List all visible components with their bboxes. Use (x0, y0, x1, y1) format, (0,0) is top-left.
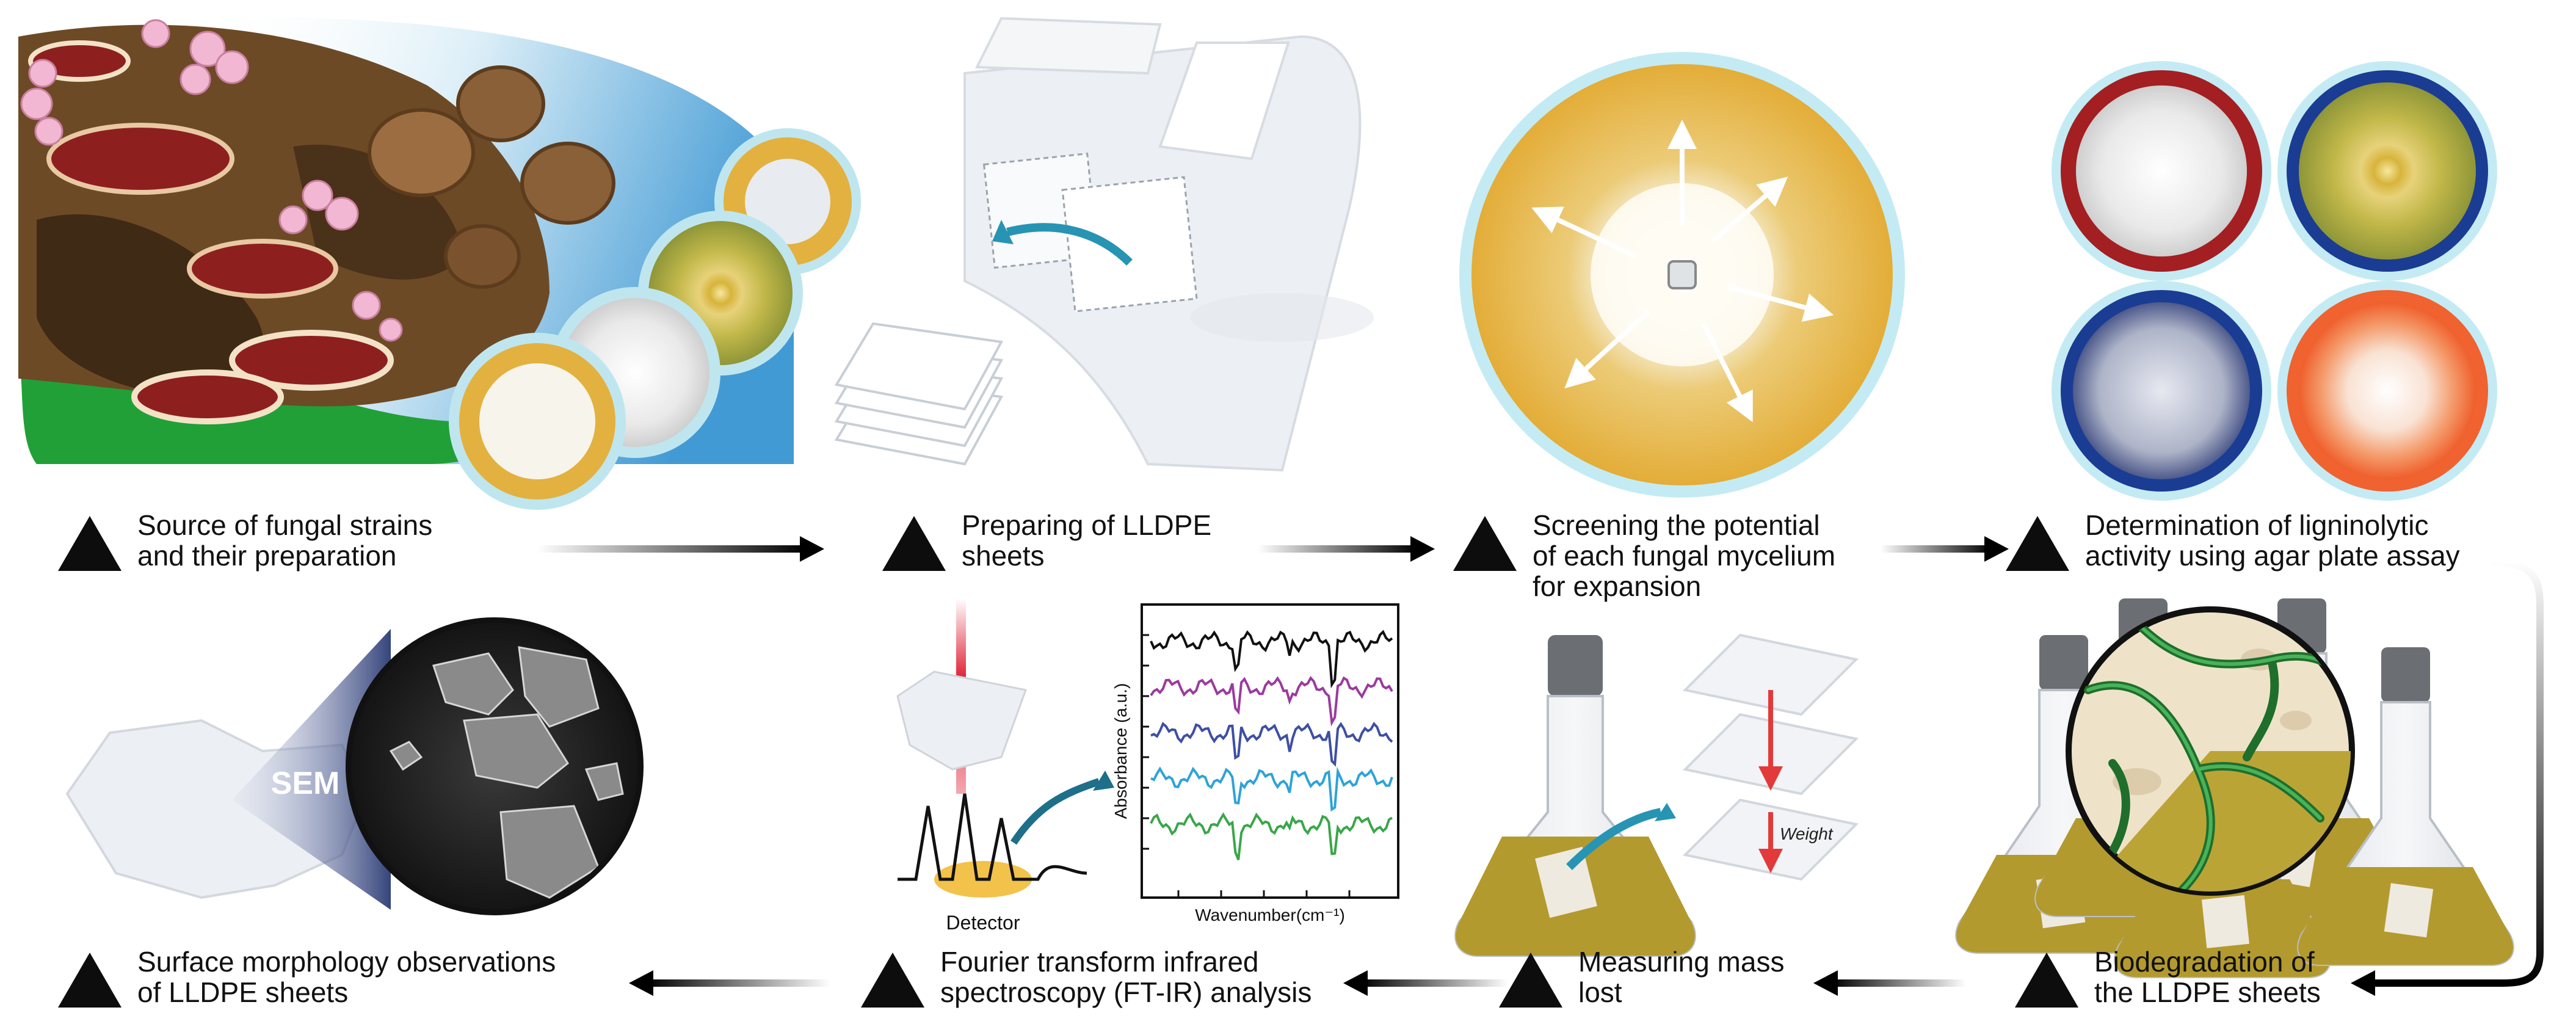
step2-label: Preparing of LLDPE sheets (962, 510, 1211, 571)
step8-marker (58, 953, 122, 1008)
weight-label: Weight (1780, 824, 1834, 843)
ftir-series-line (1150, 812, 1393, 860)
step8-line1: Surface morphology observations (137, 946, 556, 978)
ftir-y-axis-label: Absorbance (a.u.) (1111, 683, 1130, 819)
step3-label: Screening the potential of each fungal m… (1533, 510, 1835, 601)
detector-label: Detector (946, 912, 1020, 934)
step5-line2: the LLDPE sheets (2094, 976, 2321, 1008)
step1-line1: Source of fungal strains (137, 509, 433, 541)
step2-line2: sheets (962, 540, 1045, 572)
step2-line1: Preparing of LLDPE (962, 509, 1212, 541)
step4-line1: Determination of ligninolytic (2085, 509, 2429, 541)
step5-marker (2015, 953, 2078, 1008)
step8-label: Surface morphology observations of LLDPE… (137, 946, 556, 1008)
ftir-plot-frame (1141, 603, 1399, 899)
mass-loss-illustration: Weight (1454, 633, 1859, 957)
step2-marker (882, 516, 946, 571)
flow-arrows (537, 536, 2544, 996)
step7-line2: spectroscopy (FT-IR) analysis (940, 976, 1312, 1008)
step6-line2: lost (1578, 976, 1622, 1008)
step3-line1: Screening the potential (1533, 509, 1820, 541)
step6-line1: Measuring mass (1578, 946, 1785, 978)
step3-line2: of each fungal mycelium (1533, 540, 1836, 572)
step5-line1: Biodegradation of (2094, 946, 2315, 978)
lldpe-sheets-illustration (834, 16, 1374, 472)
step3-line3: for expansion (1533, 570, 1702, 602)
step1-line2: and their preparation (137, 540, 397, 572)
culture-plates-stack (449, 128, 861, 510)
ftir-illustration: Detector Absorbance (a.u.) Wavenumber(cm… (896, 598, 1399, 934)
step7-marker (861, 953, 924, 1008)
step5-label: Biodegradation of the LLDPE sheets (2094, 946, 2321, 1008)
ftir-spectra (1150, 630, 1393, 860)
ftir-x-axis-label: Wavenumber(cm⁻¹) (1195, 906, 1345, 924)
biodegradation-flasks (1955, 598, 2514, 978)
step7-label: Fourier transform infrared spectroscopy … (940, 946, 1312, 1008)
mycelium-expansion-plate (1459, 52, 1905, 498)
fungal-source-illustration (18, 17, 861, 510)
ftir-series-line (1150, 766, 1393, 812)
ftir-series-line (1150, 675, 1393, 727)
step4-label: Determination of ligninolytic activity u… (2085, 510, 2460, 571)
step1-label: Source of fungal strains and their prepa… (137, 510, 432, 571)
step6-marker (1499, 953, 1562, 1008)
step8-line2: of LLDPE sheets (137, 976, 349, 1008)
step6-label: Measuring mass lost (1578, 946, 1784, 1008)
ligninolytic-plates (2052, 61, 2497, 501)
ftir-series-line (1150, 722, 1393, 767)
step3-marker (1453, 516, 1517, 571)
step4-line2: activity using agar plate assay (2085, 540, 2460, 572)
step4-marker (2006, 516, 2069, 571)
step1-marker (58, 516, 122, 571)
sem-illustration: SEM (65, 617, 644, 915)
sem-label: SEM (271, 766, 340, 801)
step7-line1: Fourier transform infrared (940, 946, 1259, 978)
ftir-series-line (1150, 630, 1393, 689)
